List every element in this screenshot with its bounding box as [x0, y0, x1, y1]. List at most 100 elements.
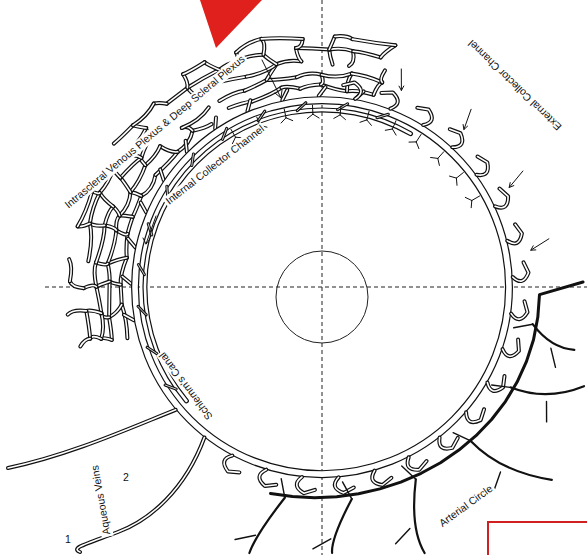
plexus-vessel [131, 165, 146, 192]
plexus-vessel [114, 125, 133, 143]
plexus-vessel [219, 91, 245, 101]
internal-collector-mark [450, 173, 464, 186]
plexus-vessel [96, 282, 109, 287]
plexus-vessel [95, 263, 97, 287]
plexus-vessel [105, 207, 114, 226]
plexus-vessel [101, 313, 103, 339]
internal-collector-mark [431, 152, 444, 166]
plexus-vessel [133, 104, 154, 126]
plexus-link [122, 277, 131, 284]
plexus-vessel [160, 146, 178, 152]
external-collector-channel [450, 129, 463, 147]
part-label: Intrascleral Venous Plexus & Deep Sclera… [61, 52, 249, 212]
external-collector-channel [513, 262, 529, 281]
external-collector-channel [372, 471, 391, 485]
plexus-vessel [109, 317, 112, 340]
external-collector-channel [477, 157, 488, 176]
artery-twig [313, 539, 331, 549]
plexus-vessel [352, 39, 395, 45]
plexus-link [319, 87, 326, 96]
plexus-vessel [160, 146, 178, 152]
artery-twig [343, 482, 352, 499]
external-collector-channel [381, 93, 397, 109]
plexus-vessel [205, 62, 220, 70]
external-collector-channel [417, 108, 432, 125]
channel-link [258, 111, 265, 121]
plexus-vessel [120, 192, 131, 216]
artery-twig [514, 324, 533, 328]
external-collector-channel [507, 224, 522, 243]
external-collector-channel [224, 456, 239, 473]
callout-number: 1 [63, 534, 73, 546]
plexus-link [160, 169, 164, 180]
plexus-vessel [86, 311, 90, 339]
plexus-vessel [245, 80, 267, 91]
external-collector-channel [259, 470, 276, 486]
plexus-vessel [108, 264, 110, 282]
plexus-vessel [108, 264, 110, 282]
plexus-link [124, 315, 134, 320]
external-collector-channel [408, 457, 427, 470]
external-collector-channel [477, 157, 488, 176]
external-collector-channel [511, 301, 527, 319]
part-label: External Collector Channel [465, 36, 566, 134]
pupil-circle [276, 251, 368, 343]
plexus-link [128, 239, 135, 248]
plexus-vessel [297, 74, 322, 78]
plexus-vessel [329, 50, 332, 65]
plexus-vessel [88, 224, 91, 262]
external-collector-channel [224, 456, 239, 473]
plexus-vessel [353, 51, 381, 57]
channel-link [377, 114, 388, 117]
plexus-vessel [68, 310, 87, 314]
plexus-vessel [183, 74, 187, 88]
plexus-vessel [381, 70, 385, 82]
plexus-vessel [349, 51, 354, 66]
plexus-link [128, 239, 135, 248]
part-label: Internal Collector Channel [162, 122, 268, 208]
plexus-link [247, 100, 250, 111]
plexus-vessel [120, 178, 130, 192]
plexus-vessel [128, 217, 133, 234]
plexus-link [282, 90, 287, 100]
plexus-vessel [68, 310, 87, 314]
vessel-network [8, 36, 584, 553]
plexus-vessel [261, 37, 302, 39]
callout-number: 2 [121, 472, 131, 484]
plexus-vessel [96, 282, 109, 287]
plexus-vessel [300, 84, 321, 88]
external-collector-channel [487, 376, 504, 391]
leader-line [143, 216, 156, 244]
plexus-link [282, 90, 287, 100]
artery-twig [551, 348, 556, 367]
plexus-vessel [145, 146, 160, 165]
plexus-vessel [86, 311, 90, 339]
external-collector-channel [513, 262, 529, 281]
plexus-vessel [335, 36, 353, 39]
external-collector-channel [408, 457, 427, 470]
plexus-vessel [96, 225, 105, 262]
arterial-circle [271, 282, 584, 498]
plexus-link [122, 277, 131, 284]
plexus-vessel [128, 217, 133, 234]
internal-collector-mark [360, 111, 371, 125]
external-collector-channel [450, 129, 463, 147]
plexus-vessel [183, 62, 205, 74]
plexus-vessel [349, 51, 354, 66]
plexus-vessel [247, 64, 277, 76]
plexus-vessel [322, 74, 352, 77]
internal-collector-mark [334, 106, 346, 120]
plexus-vessel [70, 281, 84, 288]
plexus-vessel [261, 36, 302, 41]
pointer-arrow [509, 171, 523, 188]
plexus-vessel [381, 70, 385, 82]
artery-twig [281, 479, 285, 498]
plexus-vessel [335, 36, 353, 39]
pointer-arrow [531, 239, 549, 250]
artery-twig [453, 433, 471, 441]
plexus-vessel [96, 287, 101, 313]
channel-link [223, 128, 227, 139]
plexus-vessel [261, 39, 264, 55]
plexus-vessel [236, 39, 261, 53]
